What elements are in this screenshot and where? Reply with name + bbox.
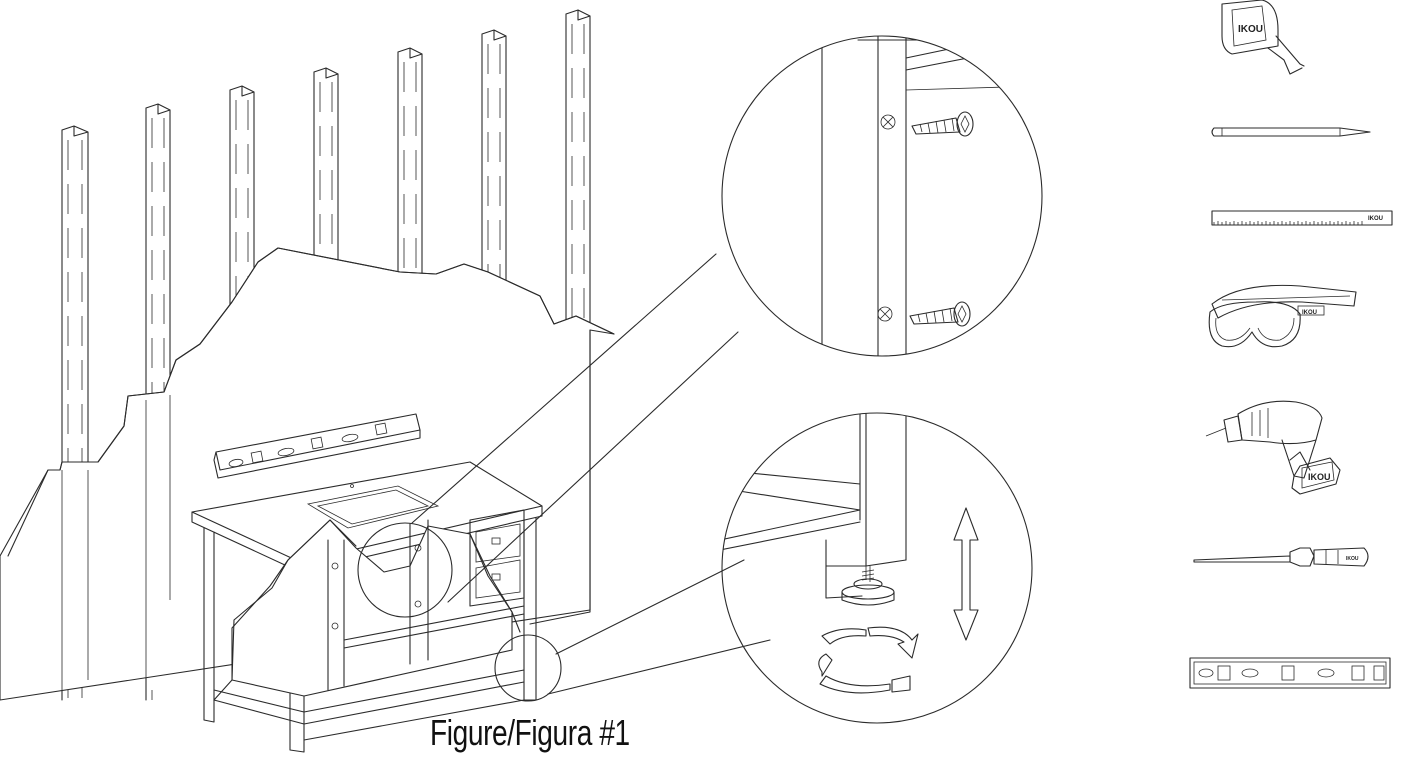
pencil-icon <box>1211 127 1371 137</box>
vanity-cabinet <box>191 461 543 753</box>
leader-line <box>547 559 771 695</box>
callout-circle-wall-screws <box>357 522 453 618</box>
wall-stud <box>397 47 423 461</box>
screwdriver-icon: IKOU <box>1193 547 1369 567</box>
callout-circle-leg-foot <box>494 634 562 702</box>
spirit-level-icon <box>1189 657 1391 689</box>
goggles-brand: IKOU <box>1302 310 1317 316</box>
ruler-icon: IKOU <box>1211 210 1393 226</box>
wall-stud <box>565 9 591 611</box>
wall-stud <box>61 125 89 701</box>
detail-callouts <box>357 253 771 702</box>
detail-leveling-foot <box>721 412 1033 724</box>
drill-brand: IKOU <box>1308 472 1331 482</box>
cordless-drill-icon: IKOU <box>1205 400 1341 495</box>
wall-stud <box>481 29 507 441</box>
tools-list: IKOU IKOU IKOU <box>1189 0 1393 689</box>
ruler-brand: IKOU <box>1368 216 1383 222</box>
tape-measure-brand: IKOU <box>1238 24 1263 35</box>
screwdriver-brand: IKOU <box>1346 556 1359 562</box>
figure-caption: Figure/Figura #1 <box>430 712 630 753</box>
spirit-level-on-wall <box>213 413 421 479</box>
tape-measure-icon: IKOU <box>1221 0 1305 75</box>
leader-line <box>411 253 739 603</box>
detail-wall-screws <box>721 35 1043 357</box>
safety-goggles-icon: IKOU <box>1208 284 1357 348</box>
